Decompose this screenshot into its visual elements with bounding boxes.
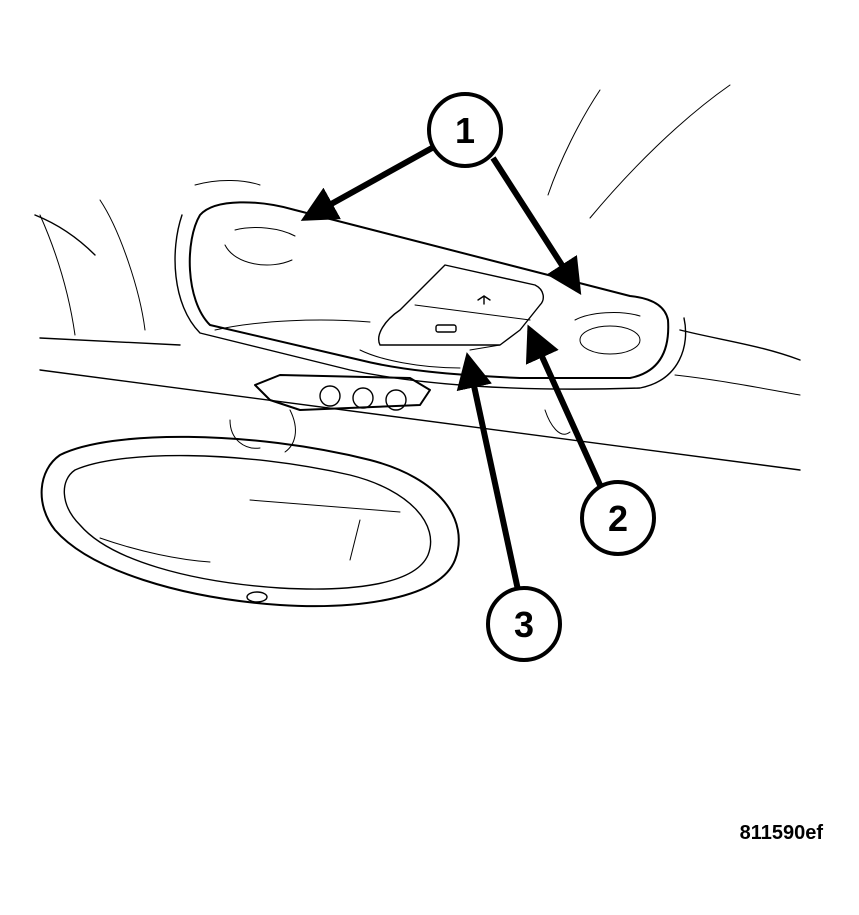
callout-1-label: 1 [455, 110, 475, 151]
headliner-lines [34, 214, 801, 471]
leader-arrows [300, 145, 603, 591]
arrow-2 [525, 324, 603, 487]
figure-id: 811590ef [739, 822, 823, 844]
arrow-3 [456, 352, 521, 591]
mirror-mount [229, 374, 571, 453]
rearview-mirror [40, 435, 460, 608]
callout-3: 3 [486, 586, 562, 662]
callout-3-label: 3 [514, 604, 534, 645]
overhead-console [174, 201, 687, 390]
arrow-1-left [300, 145, 434, 221]
callout-2-label: 2 [608, 498, 628, 539]
arrow-1-right [490, 156, 582, 296]
windshield-lines [39, 84, 731, 336]
callout-2: 2 [580, 480, 656, 556]
callout-1: 1 [427, 92, 503, 168]
